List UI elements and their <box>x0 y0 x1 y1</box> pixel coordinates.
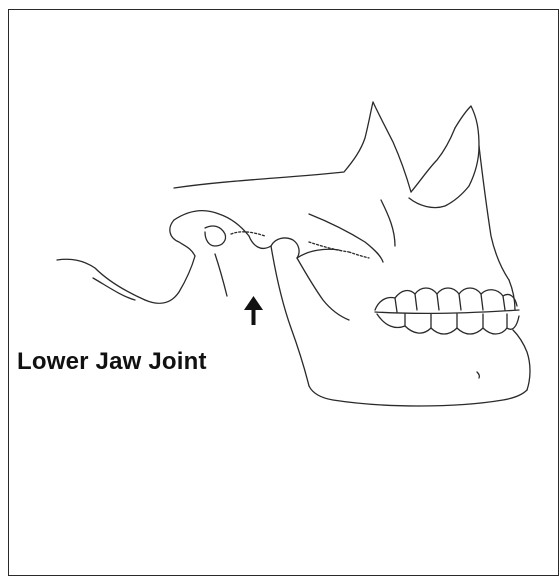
styloid-process <box>215 254 227 296</box>
mandible-inner-ramus <box>297 249 339 258</box>
posterior-base-lower <box>93 278 135 300</box>
orbit-rim <box>409 186 469 208</box>
mandible-angle <box>309 386 419 406</box>
mandible-lower-border <box>419 390 527 406</box>
lower-jaw-joint-label: Lower Jaw Joint <box>17 348 207 376</box>
chin <box>513 330 530 390</box>
ear-canal <box>205 226 226 246</box>
upper-teeth-dividers <box>395 294 505 312</box>
mental-foramen <box>477 372 479 378</box>
cheek-line <box>381 200 395 246</box>
lower-teeth <box>377 314 519 334</box>
mandible-ramus-rear <box>271 246 309 386</box>
cranium-outline <box>174 102 373 188</box>
occipital-line <box>145 256 195 303</box>
brow-ridge <box>411 128 455 192</box>
forehead-contour <box>455 106 479 186</box>
joint-notch <box>249 236 271 248</box>
condyle-head <box>271 238 299 258</box>
coronoid-process <box>297 258 349 320</box>
lower-teeth-dividers <box>405 314 507 328</box>
zygomatic-arch <box>309 214 383 262</box>
posterior-base <box>57 259 145 300</box>
mastoid-process <box>170 220 195 256</box>
frontal-line <box>373 102 411 192</box>
up-arrow-icon <box>244 296 263 325</box>
temporal-line <box>174 211 249 236</box>
nasal-line <box>479 146 509 280</box>
skull-base-texture <box>231 232 369 258</box>
